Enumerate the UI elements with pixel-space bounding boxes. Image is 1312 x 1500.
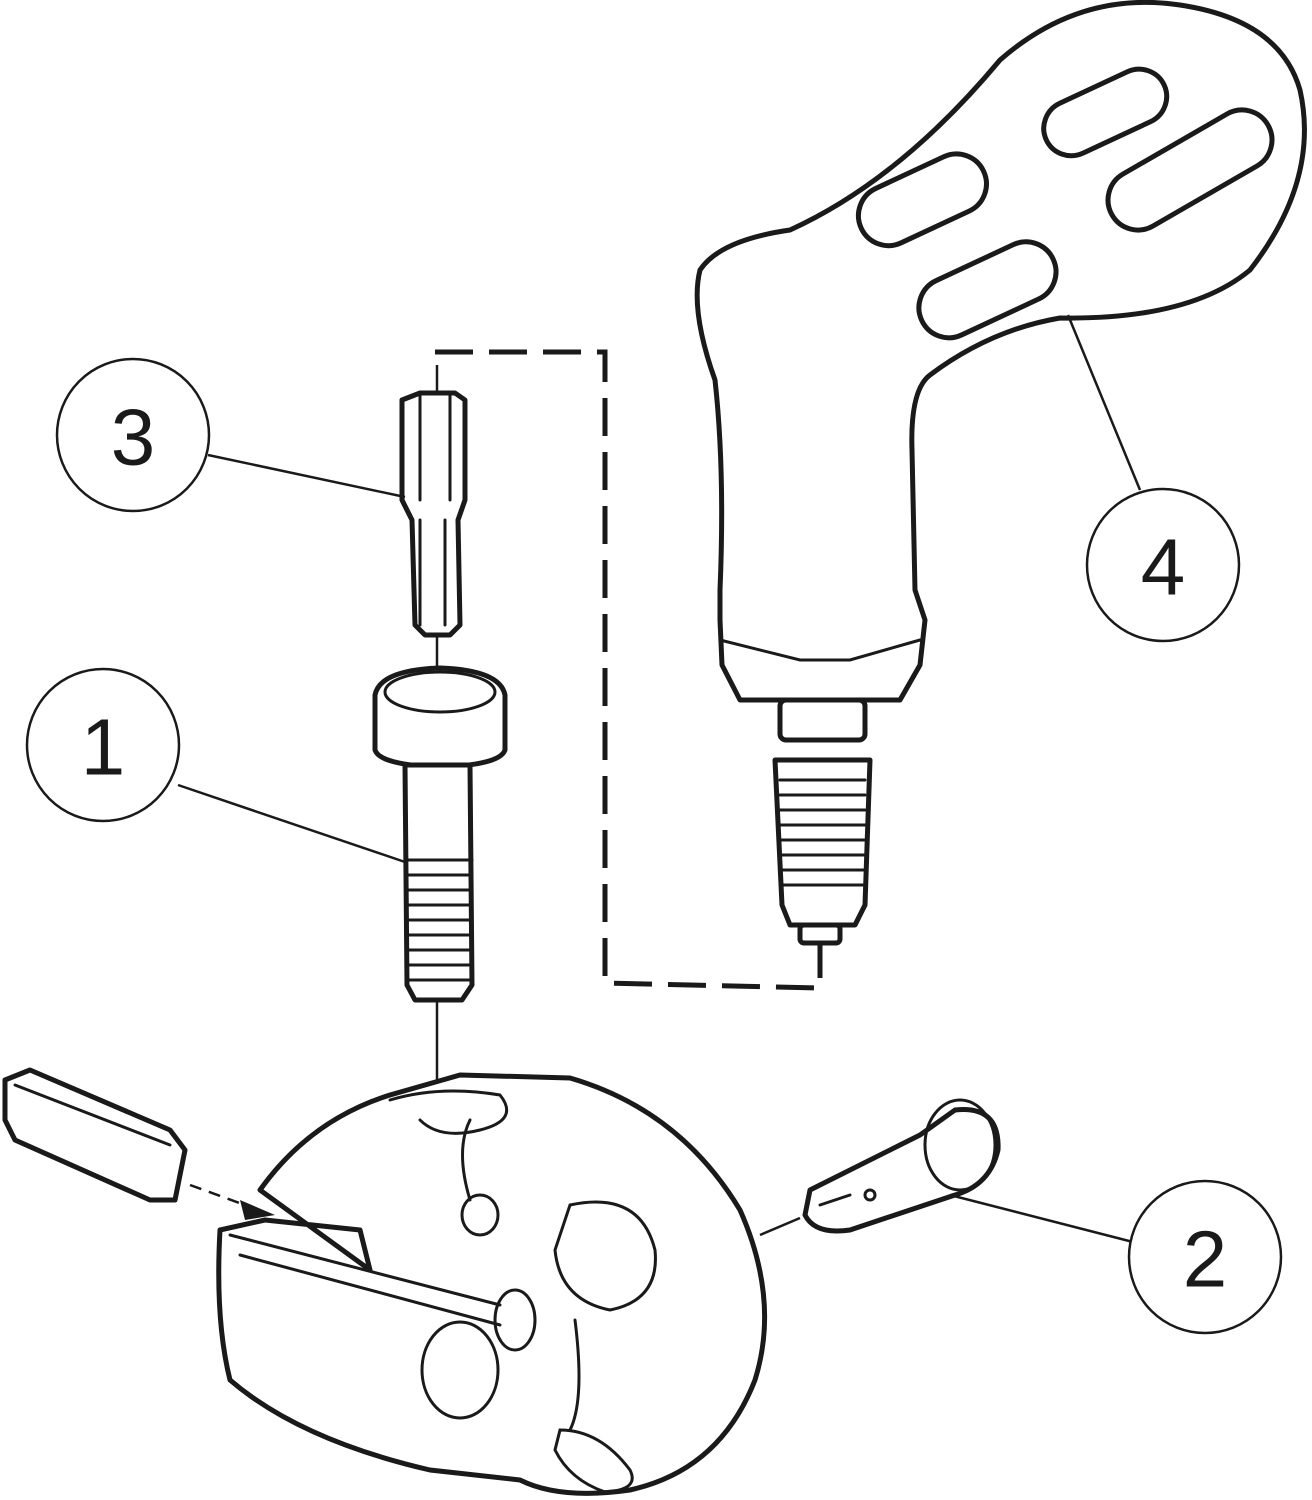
leader-line-4 <box>1066 314 1142 491</box>
callout-1: 1 <box>25 667 181 823</box>
callout-3: 3 <box>55 357 211 513</box>
leader-line-1 <box>177 783 406 864</box>
cutting-insert <box>2 1067 275 1220</box>
locking-pin <box>802 1098 1001 1234</box>
callout-2-label: 2 <box>1183 1215 1228 1304</box>
cartridge-body <box>216 1072 768 1496</box>
callout-1-label: 1 <box>81 703 126 792</box>
torque-driver-handle <box>694 0 1307 946</box>
callout-4-label: 4 <box>1141 523 1186 612</box>
leader-line-2 <box>949 1193 1134 1244</box>
callout-4: 4 <box>1085 487 1241 643</box>
dashed-connection-line <box>435 349 823 991</box>
clamping-screw <box>372 665 508 1003</box>
torx-bit <box>399 390 468 638</box>
callout-3-label: 3 <box>111 393 156 482</box>
leader-line-body <box>759 1216 801 1237</box>
callout-2: 2 <box>1127 1179 1283 1335</box>
leader-line-3 <box>207 453 406 499</box>
